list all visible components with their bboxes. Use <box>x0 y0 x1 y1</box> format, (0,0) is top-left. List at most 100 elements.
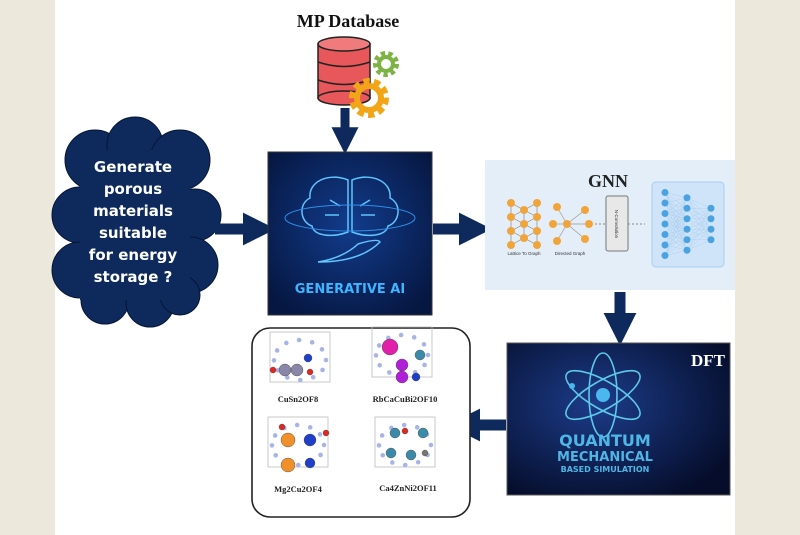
nn-node <box>661 210 669 217</box>
nn-edge <box>664 218 688 256</box>
atom <box>398 332 404 338</box>
graph-node <box>507 199 515 207</box>
atom <box>411 372 421 382</box>
atom <box>306 368 314 376</box>
atom <box>377 363 383 368</box>
atom <box>401 422 407 428</box>
nn-node <box>683 246 691 254</box>
atom <box>385 447 397 459</box>
nn-edge <box>664 197 688 246</box>
atom <box>380 453 386 458</box>
atom <box>389 427 401 439</box>
graph-node <box>520 206 528 214</box>
graph-node <box>533 241 541 249</box>
gear-icon-orange <box>349 78 389 118</box>
nn-node <box>683 215 691 223</box>
graph-node <box>553 203 561 211</box>
material-formula: CuSn2OF8 <box>278 394 319 404</box>
atom <box>278 423 286 431</box>
atom <box>285 375 290 380</box>
nn-edge <box>664 192 688 198</box>
dft-line-2: MECHANICAL <box>557 450 653 465</box>
prompt-cloud <box>51 116 222 328</box>
atom <box>310 374 316 380</box>
atom <box>425 352 431 358</box>
atom <box>317 432 323 437</box>
atom <box>272 433 278 438</box>
directed-graph-label: Directed Graph <box>555 251 586 256</box>
nn-node <box>661 199 669 207</box>
atom <box>421 342 427 347</box>
atom <box>294 422 300 428</box>
atom <box>280 432 296 448</box>
nn-edge <box>686 218 712 251</box>
graph-node <box>507 241 515 249</box>
nn-node <box>683 236 691 244</box>
atom <box>273 453 279 458</box>
atom <box>379 433 385 438</box>
atom <box>417 427 429 439</box>
graph-node <box>507 227 515 235</box>
prompt-line: porous <box>104 180 162 198</box>
atom <box>321 442 327 448</box>
nn-edge <box>664 197 688 204</box>
nn-edge <box>664 197 688 256</box>
nn-node <box>661 252 669 259</box>
atom <box>414 349 426 361</box>
atom <box>280 457 296 473</box>
nn-node <box>683 194 691 202</box>
atom-icon <box>565 352 641 438</box>
database-icon <box>317 36 371 106</box>
graph-node <box>585 220 593 228</box>
atom <box>422 362 427 368</box>
atom <box>415 459 421 465</box>
nn-node <box>707 215 715 223</box>
nn-node <box>683 204 691 212</box>
material-formula: Ca4ZnNi2OF11 <box>379 483 437 493</box>
neural-network <box>661 189 715 259</box>
atom <box>295 462 301 468</box>
dft-title: DFT <box>691 351 726 370</box>
nn-node <box>661 189 669 196</box>
nn-node <box>707 204 715 212</box>
nn-edge <box>664 239 688 256</box>
nn-edge <box>686 208 712 219</box>
dft-panel <box>506 342 731 496</box>
atom <box>307 425 313 430</box>
atom <box>381 338 399 356</box>
gear-icon-green <box>373 51 399 77</box>
graph-node <box>549 220 557 228</box>
atom <box>297 377 303 383</box>
atom <box>421 449 429 457</box>
graph-node <box>563 220 571 228</box>
nn-edge <box>664 208 688 256</box>
dft-line-1: QUANTUM <box>559 431 651 450</box>
nn-node <box>707 225 715 233</box>
dft-line-3: BASED SIMULATION <box>561 465 650 474</box>
atom <box>414 425 420 430</box>
convolution-label: N-Convolution <box>614 210 619 239</box>
generative-ai-panel <box>267 151 433 316</box>
nn-edge <box>664 250 688 256</box>
atom <box>290 363 304 377</box>
lattice-graph <box>507 199 593 249</box>
atom <box>376 443 382 448</box>
atom <box>304 457 316 469</box>
graph-node <box>581 206 589 214</box>
nn-edge <box>686 239 712 251</box>
atom <box>278 363 292 377</box>
atom <box>309 340 315 345</box>
graph-node <box>507 213 515 221</box>
atom <box>405 449 417 461</box>
atom <box>284 340 289 346</box>
graph-node <box>533 213 541 221</box>
atom <box>387 370 392 375</box>
atom <box>319 347 325 352</box>
nn-node <box>661 231 669 238</box>
atom <box>269 366 277 374</box>
atom <box>303 433 317 447</box>
graph-node <box>520 220 528 228</box>
material-formula: RbCaCuBi2OF10 <box>373 394 438 404</box>
nn-node <box>683 225 691 233</box>
